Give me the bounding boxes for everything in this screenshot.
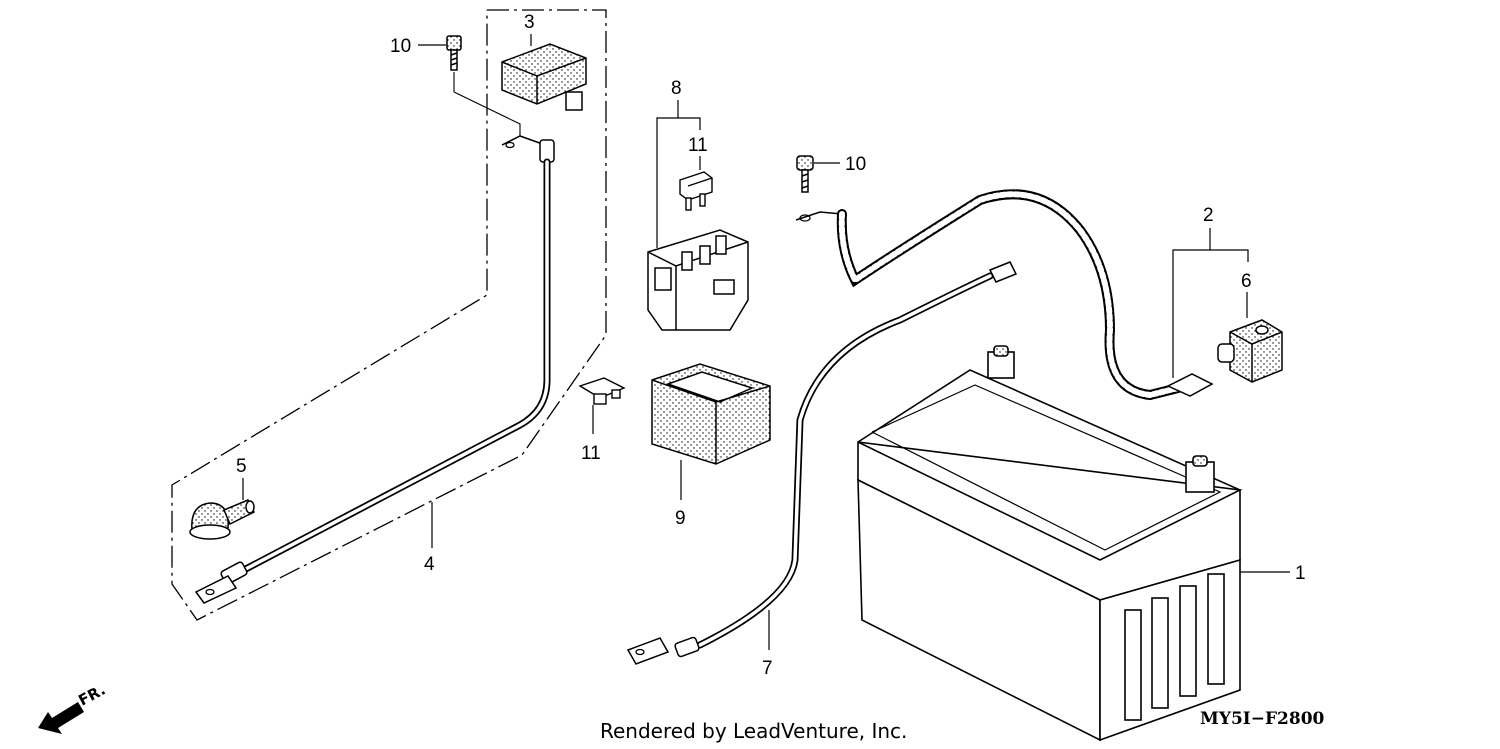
cable-7[interactable] (626, 261, 1018, 665)
starter-relay-8[interactable] (647, 229, 749, 331)
callout-11-upper: 11 (688, 135, 708, 156)
front-direction-arrow-icon: FR. (38, 681, 108, 734)
terminal-cover-3[interactable] (501, 43, 587, 111)
fuse-11-upper[interactable] (679, 171, 713, 211)
callout-3: 3 (524, 12, 535, 33)
cable-2[interactable] (795, 189, 1214, 401)
callout-5: 5 (236, 456, 247, 477)
diagram-code: MY5I−F2800 (1200, 709, 1325, 729)
callout-4: 4 (424, 554, 435, 575)
callout-6: 6 (1241, 271, 1252, 292)
battery-1[interactable] (857, 345, 1243, 742)
callout-1: 1 (1295, 563, 1306, 584)
callout-7: 7 (762, 658, 773, 679)
fuse-11-lower[interactable] (578, 377, 626, 405)
bolt-10-right[interactable] (796, 155, 814, 193)
relay-holder-9[interactable] (651, 363, 771, 465)
callout-9: 9 (675, 508, 686, 529)
group-outline-cable-4 (171, 9, 607, 621)
callout-11-lower: 11 (581, 443, 601, 464)
callout-10-right: 10 (845, 154, 866, 175)
render-credit: Rendered by LeadVenture, Inc. (600, 719, 907, 743)
bolt-10-upper[interactable] (446, 35, 462, 71)
callout-2: 2 (1203, 205, 1214, 226)
callout-8: 8 (671, 78, 682, 99)
cable-4[interactable] (194, 135, 555, 604)
front-direction-label: FR. (75, 681, 108, 710)
leader-10-to-cable-4b (453, 91, 521, 136)
terminal-cover-6[interactable] (1217, 319, 1283, 383)
callout-10-upper: 10 (390, 36, 411, 57)
terminal-cap-5[interactable] (189, 499, 256, 540)
